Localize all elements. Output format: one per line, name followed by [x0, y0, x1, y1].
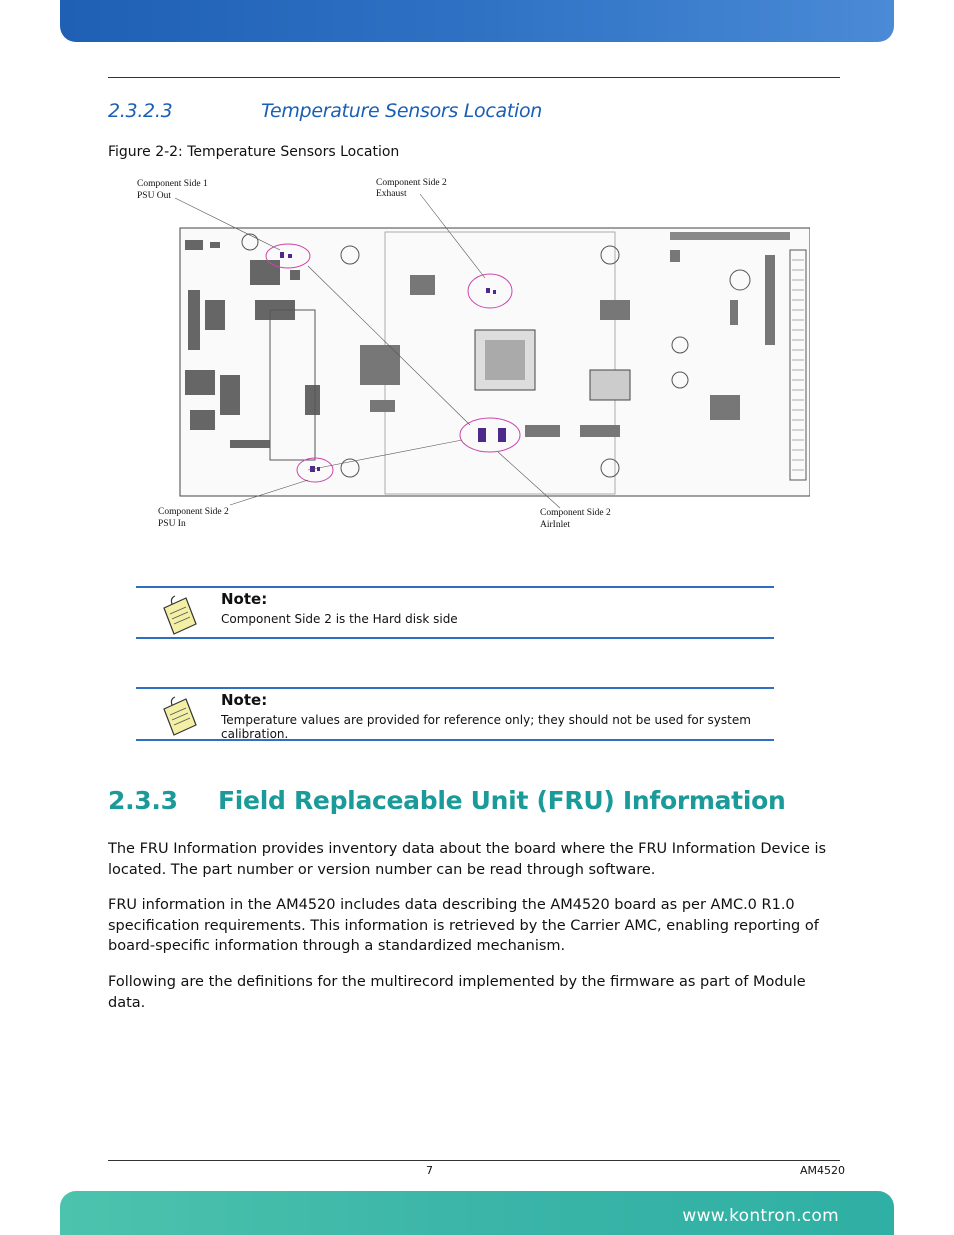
paragraph-2: FRU information in the AM4520 includes d… — [108, 897, 819, 954]
mounting-holes — [241, 233, 751, 478]
subsection-heading: 2.3.2.3 Temperature Sensors Location — [108, 100, 542, 122]
board-diagram: Component Side 1 PSU Out Component Side … — [137, 178, 810, 530]
callout-exhaust-line1: Component Side 2 — [376, 178, 447, 188]
note-title: Note: — [221, 590, 268, 608]
header-bar — [60, 0, 894, 42]
website-link[interactable]: www.kontron.com — [682, 1206, 839, 1226]
figure-caption: Figure 2-2: Temperature Sensors Location — [108, 144, 400, 160]
callout-psu-out-line1: Component Side 1 — [137, 179, 208, 189]
note-box-1: Note: Component Side 2 is the Hard disk … — [136, 586, 774, 639]
footer-rule — [108, 1160, 840, 1161]
section-number: 2.3.3 — [108, 786, 178, 815]
callout-exhaust-line2: Exhaust — [376, 189, 407, 199]
note-pad-icon — [163, 595, 197, 635]
sodimm-slot — [269, 309, 316, 461]
callout-psu-in-line2: PSU In — [158, 519, 186, 529]
right-chip — [589, 369, 631, 401]
callout-airinlet-line1: Component Side 2 — [540, 508, 611, 518]
callout-psu-in-line1: Component Side 2 — [158, 507, 229, 517]
note-text: Temperature values are provided for refe… — [221, 713, 751, 741]
subsection-number: 2.3.2.3 — [108, 100, 173, 122]
section-title: Field Replaceable Unit (FRU) Information — [218, 786, 786, 815]
sensor-highlights — [265, 243, 521, 483]
document-id: AM4520 — [800, 1164, 846, 1177]
section-heading: 2.3.3 Field Replaceable Unit (FRU) Inform… — [108, 786, 786, 815]
note-title: Note: — [221, 691, 268, 709]
page-number: 7 — [426, 1164, 433, 1177]
header-rule — [108, 77, 840, 78]
note-text: Component Side 2 is the Hard disk side — [221, 612, 458, 626]
note-pad-icon — [163, 696, 197, 736]
callout-psu-out-line2: PSU Out — [137, 191, 171, 201]
subsection-title: Temperature Sensors Location — [261, 100, 543, 122]
note-box-2: Note: Temperature values are provided fo… — [136, 687, 774, 741]
left-components — [185, 240, 320, 448]
footer-bar: www.kontron.com — [60, 1191, 894, 1235]
board-connector — [789, 249, 807, 481]
leader-lines — [174, 193, 561, 509]
callout-airinlet-line2: AirInlet — [540, 520, 570, 530]
paragraph-1: The FRU Information provides inventory d… — [108, 841, 827, 878]
paragraph-3: Following are the definitions for the mu… — [108, 974, 806, 1011]
